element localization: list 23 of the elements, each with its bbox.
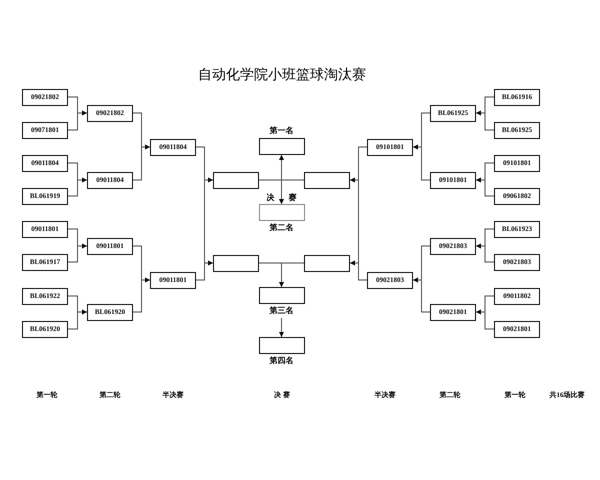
arrow xyxy=(476,178,494,196)
arrow xyxy=(279,262,304,288)
placement-label: 第四名 xyxy=(268,355,294,367)
arrow xyxy=(350,260,368,280)
placement-label: 第一名 xyxy=(268,125,294,137)
arrow xyxy=(279,318,284,338)
arrow xyxy=(476,244,494,262)
arrow xyxy=(476,310,494,330)
placement-label: 第二名 xyxy=(268,222,294,234)
arrow xyxy=(68,178,88,196)
arrow xyxy=(412,144,430,180)
title: 自动化学院小班篮球淘汰赛 xyxy=(197,66,367,84)
arrow xyxy=(68,110,88,130)
arrow xyxy=(412,278,430,312)
stage-label: 决 赛 xyxy=(266,192,296,203)
arrow xyxy=(279,180,304,204)
arrow xyxy=(68,310,88,330)
arrow xyxy=(132,278,150,312)
arrow xyxy=(196,260,214,280)
arrow xyxy=(68,244,88,262)
arrow xyxy=(476,110,494,130)
placement-label: 第三名 xyxy=(268,305,294,317)
arrow xyxy=(132,144,150,180)
